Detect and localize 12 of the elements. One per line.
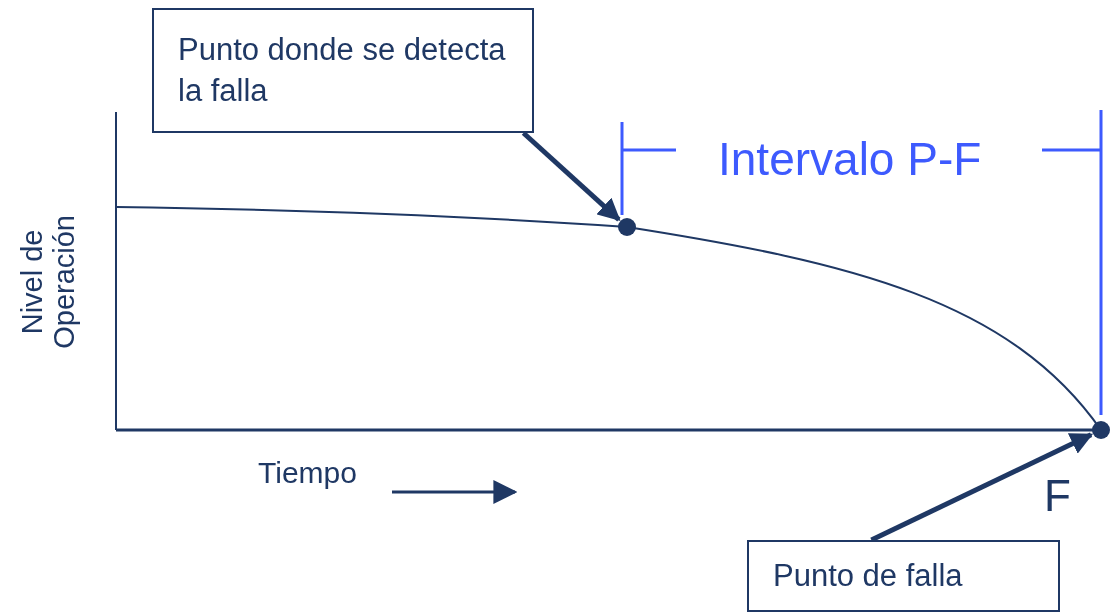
- interval-label: Intervalo P-F: [718, 136, 982, 182]
- data-point: [1092, 421, 1110, 439]
- callout-box: [747, 540, 1060, 612]
- axis-title: Nivel de Operación: [17, 214, 81, 351]
- axis-title: Tiempo: [258, 458, 357, 488]
- callout-box: [152, 8, 534, 133]
- data-point: [618, 218, 636, 236]
- point-label: F: [1044, 474, 1071, 518]
- callout-text: Punto de falla: [773, 556, 964, 595]
- arrow: [521, 131, 621, 222]
- arrow: [870, 432, 1094, 543]
- callout-text: Punto donde se detecta la falla: [178, 31, 507, 110]
